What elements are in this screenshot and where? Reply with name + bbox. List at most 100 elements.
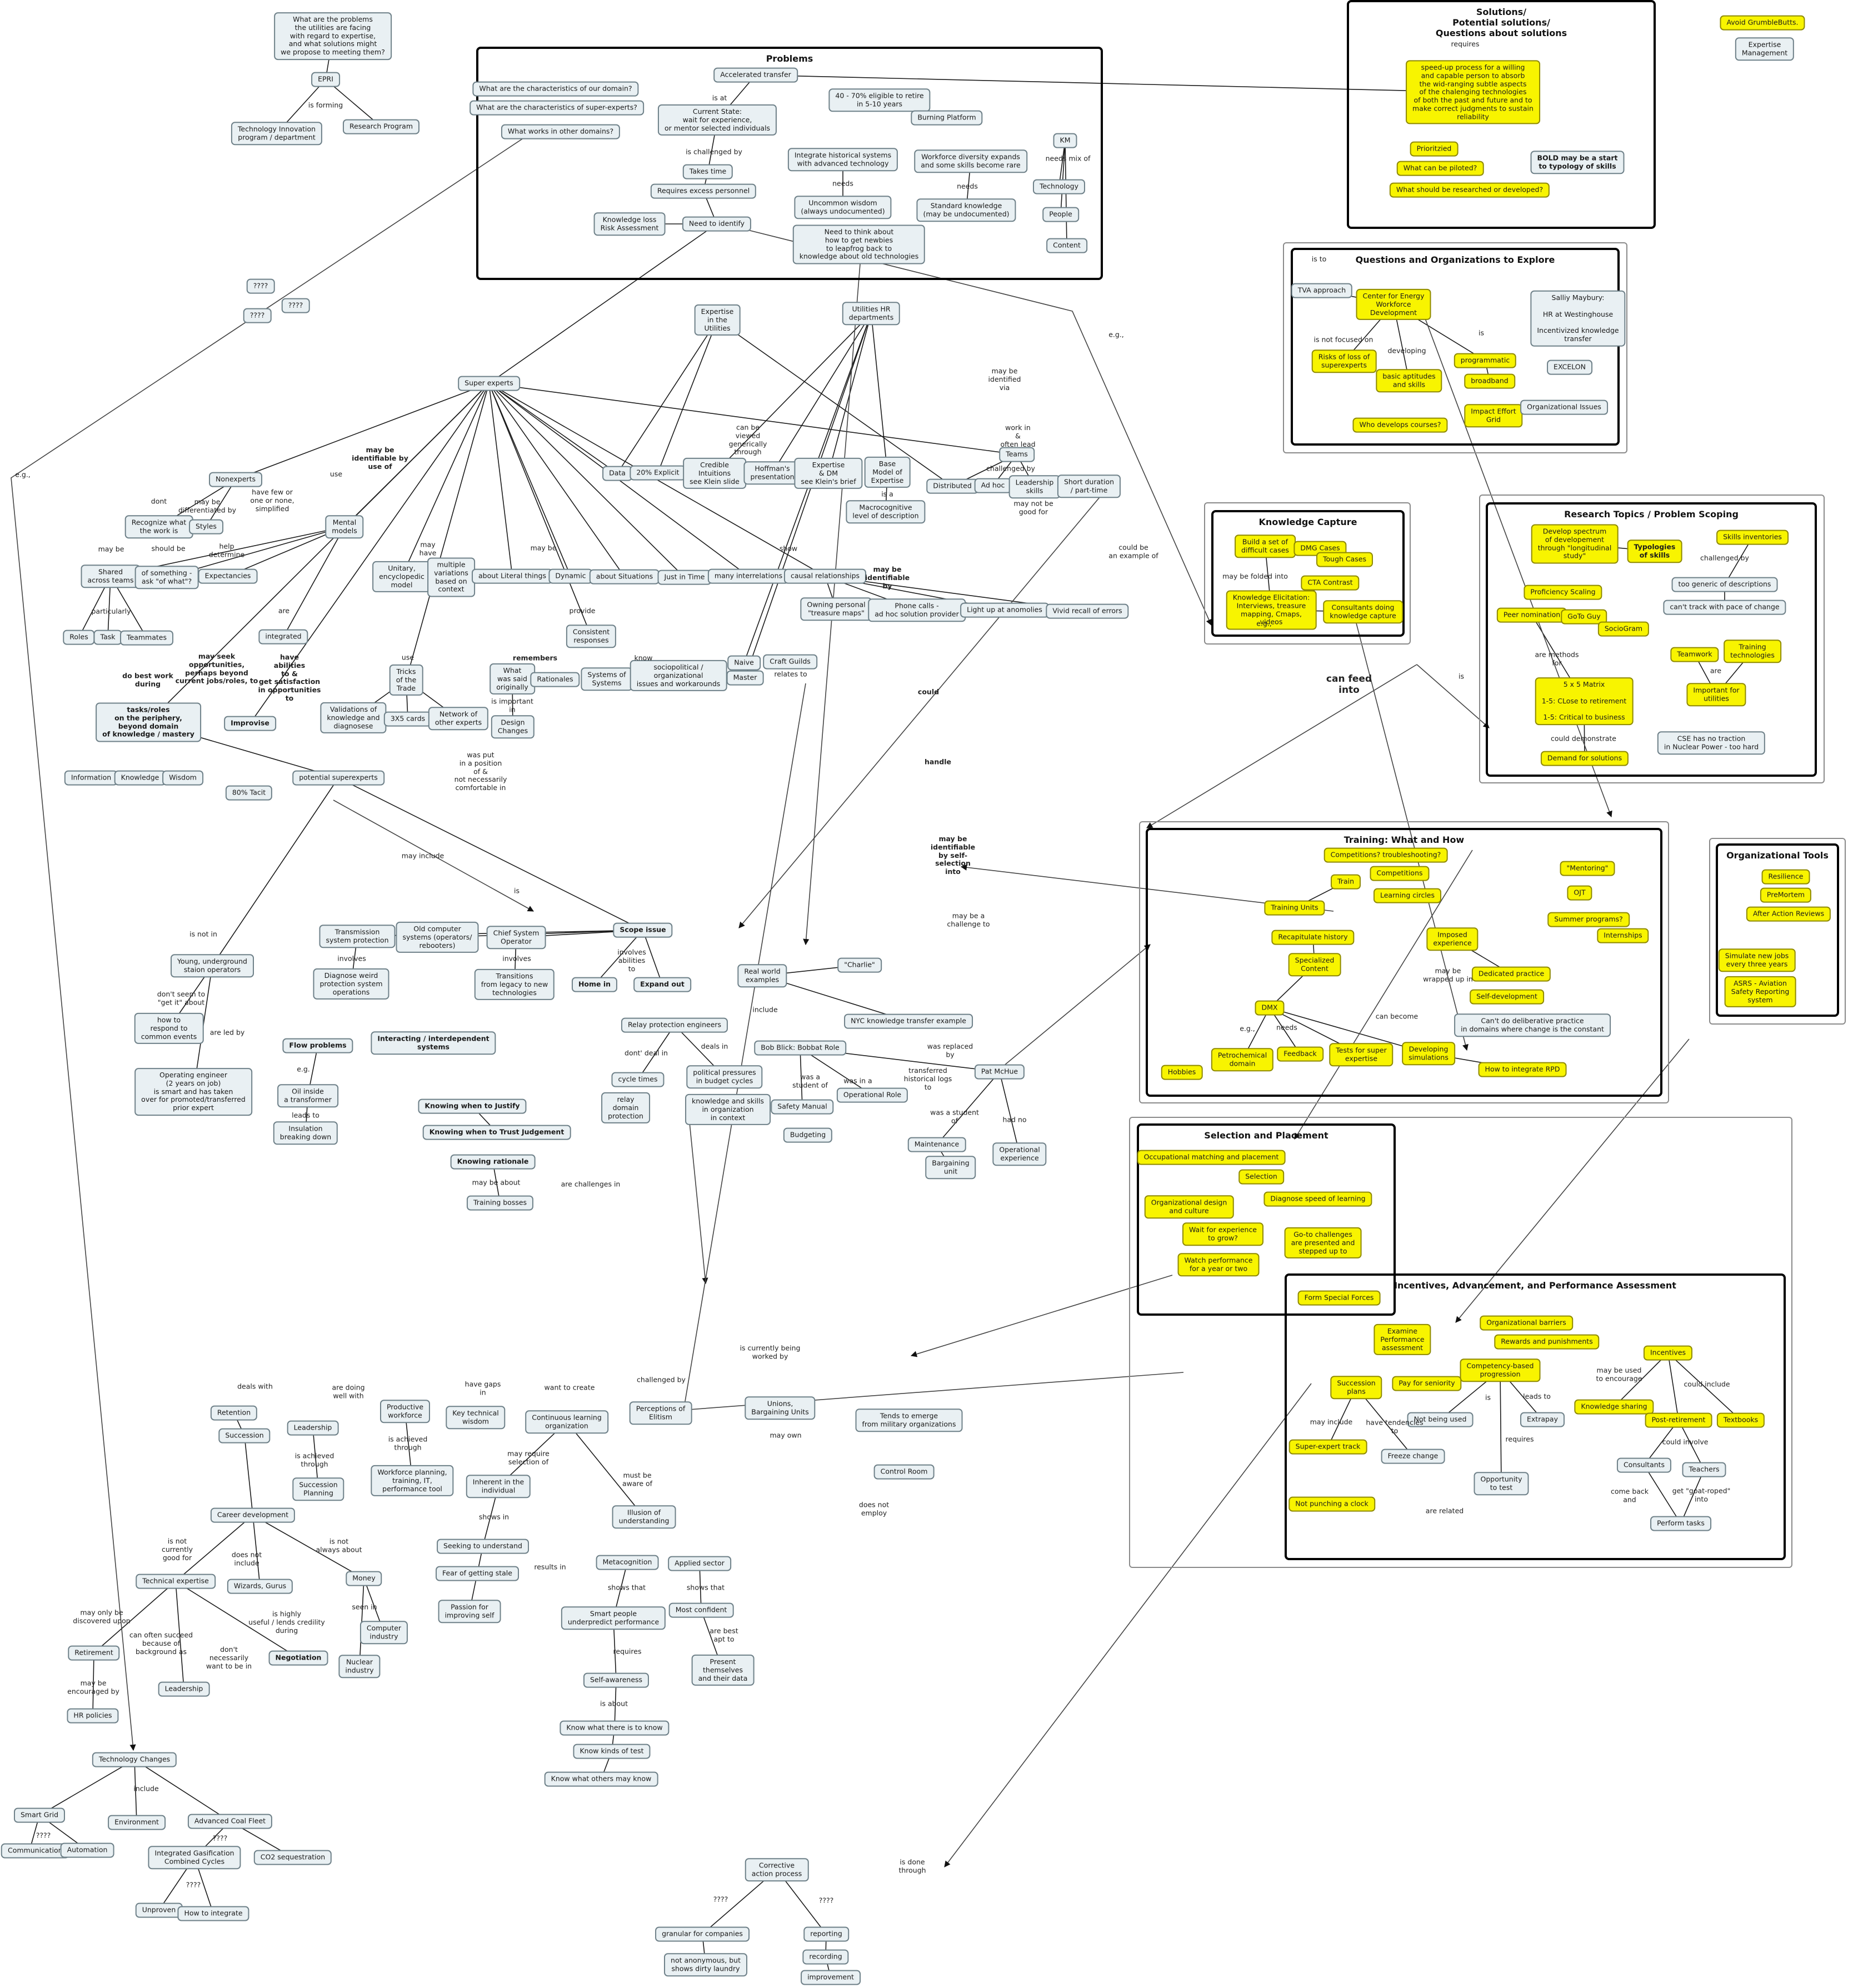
concept-node-metacog[interactable]: Metacognition xyxy=(596,1555,659,1570)
concept-node-control-room[interactable]: Control Room xyxy=(873,1464,935,1480)
concept-node-cycle-times[interactable]: cycle times xyxy=(611,1072,665,1087)
concept-node-perform-tasks[interactable]: Perform tasks xyxy=(1650,1516,1711,1531)
concept-node-wisdom[interactable]: Wisdom xyxy=(162,770,203,786)
concept-node-kn-loss[interactable]: Knowledge loss Risk Assessment xyxy=(593,212,666,236)
concept-node-epri[interactable]: EPRI xyxy=(311,72,340,87)
concept-node-most-confident[interactable]: Most confident xyxy=(668,1602,734,1618)
concept-node-short-dur[interactable]: Short duration / part-time xyxy=(1057,474,1121,498)
concept-node-igcc[interactable]: Integrated Gasification Combined Cycles xyxy=(148,1846,241,1869)
concept-node-cant-deliberate[interactable]: Can't do deliberative practice in domain… xyxy=(1454,1013,1611,1037)
concept-node-imposed[interactable]: Imposed experience xyxy=(1426,927,1479,951)
concept-node-excess-personnel[interactable]: Requires excess personnel xyxy=(650,183,757,199)
concept-node-org-design[interactable]: Organizational design and culture xyxy=(1144,1195,1234,1218)
concept-node-integrated[interactable]: integrated xyxy=(258,629,308,645)
concept-node-q-main[interactable]: What are the problems the utilities are … xyxy=(274,12,392,60)
concept-node-money[interactable]: Money xyxy=(346,1571,382,1586)
concept-node-40-70[interactable]: 40 - 70% eligible to retire in 5-10 year… xyxy=(828,88,931,112)
concept-node-productive[interactable]: Productive workforce xyxy=(379,1400,431,1423)
concept-node-chief-sys[interactable]: Chief System Operator xyxy=(486,926,546,949)
concept-node-tests-super[interactable]: Tests for super expertise xyxy=(1329,1043,1394,1066)
concept-node-distributed[interactable]: Distributed xyxy=(926,478,978,494)
concept-node-petrochem[interactable]: Petrochemical domain xyxy=(1211,1048,1274,1071)
concept-node-unions[interactable]: Unions, Bargaining Units xyxy=(745,1396,816,1420)
concept-node-bargaining-unit[interactable]: Bargaining unit xyxy=(925,1156,976,1179)
concept-node-training-tech[interactable]: Training technologies xyxy=(1724,640,1781,663)
concept-node-present[interactable]: Present themselves and their data xyxy=(691,1654,755,1686)
concept-node-wait-grow[interactable]: Wait for experience to grow? xyxy=(1182,1222,1264,1246)
concept-node-resilience[interactable]: Resilience xyxy=(1761,869,1810,885)
concept-node-burning[interactable]: Burning Platform xyxy=(911,110,983,126)
concept-node-succession[interactable]: Succession xyxy=(218,1428,271,1443)
concept-node-basic-apt[interactable]: basic aptitudes and skills xyxy=(1376,369,1442,392)
concept-node-adv-coal[interactable]: Advanced Coal Fleet xyxy=(187,1814,273,1829)
concept-node-illusion[interactable]: Illusion of understanding xyxy=(612,1505,676,1529)
concept-node-skills-inv[interactable]: Skills inventories xyxy=(1716,530,1789,545)
concept-node-what-said[interactable]: What was said originally xyxy=(490,663,535,695)
concept-node-op-experience[interactable]: Operational experience xyxy=(992,1142,1047,1166)
concept-node-knowing-rationale[interactable]: Knowing rationale xyxy=(450,1154,536,1170)
concept-node-smart-people[interactable]: Smart people underpredict performance xyxy=(561,1606,666,1630)
concept-node-know-kinds[interactable]: Know kinds of test xyxy=(573,1744,651,1759)
concept-node-freeze[interactable]: Freeze change xyxy=(1381,1448,1445,1464)
concept-node-knowing-trust[interactable]: Knowing when to Trust Judgement xyxy=(422,1125,571,1140)
concept-node-post-ret[interactable]: Post-retirement xyxy=(1645,1412,1712,1428)
concept-node-teachers[interactable]: Teachers xyxy=(1682,1462,1726,1477)
concept-node-data[interactable]: Data xyxy=(602,466,632,481)
concept-node-standard-kn[interactable]: Standard knowledge (may be undocumented) xyxy=(916,198,1016,222)
concept-node-knowing-justify[interactable]: Knowing when to Justify xyxy=(418,1098,527,1114)
concept-node-not-anon[interactable]: not anonymous, but shows dirty laundry xyxy=(664,1953,747,1976)
concept-node-textbooks[interactable]: Textbooks xyxy=(1716,1412,1765,1428)
concept-node-operational-role[interactable]: Operational Role xyxy=(836,1087,908,1103)
concept-node-scope[interactable]: Scope issue xyxy=(613,922,673,938)
concept-node-dmx[interactable]: DMX xyxy=(1255,1000,1285,1016)
concept-node-cant-track[interactable]: can't track with pace of change xyxy=(1663,600,1786,615)
concept-node-not-punching[interactable]: Not punching a clock xyxy=(1288,1496,1375,1512)
concept-node-naive[interactable]: Naive xyxy=(727,655,761,671)
concept-node-takes-time[interactable]: Takes time xyxy=(682,164,733,179)
concept-node-passion[interactable]: Passion for improving self xyxy=(438,1600,501,1623)
concept-node-vivid[interactable]: Vivid recall of errors xyxy=(1046,603,1129,619)
concept-node-workforce-div[interactable]: Workforce diversity expands and some ski… xyxy=(914,149,1027,173)
concept-node-expertise-util[interactable]: Expertise in the Utilities xyxy=(694,304,741,336)
concept-node-succession-plans[interactable]: Succession plans xyxy=(1330,1376,1382,1399)
concept-node-hr-policies[interactable]: HR policies xyxy=(67,1708,119,1724)
concept-node-train[interactable]: Train xyxy=(1331,874,1361,890)
concept-node-consultants-kc[interactable]: Consultants doing knowledge capture xyxy=(1323,600,1403,623)
concept-node-retirement[interactable]: Retirement xyxy=(68,1645,120,1661)
concept-node-q3[interactable]: ???? xyxy=(281,298,310,313)
concept-node-leadership-sk[interactable]: Leadership skills xyxy=(1008,475,1061,498)
concept-node-granular[interactable]: granular for companies xyxy=(655,1926,750,1942)
concept-node-knowledge[interactable]: Knowledge xyxy=(114,770,166,786)
concept-node-political[interactable]: political pressures in budget cycles xyxy=(686,1065,763,1088)
concept-node-task[interactable]: Task xyxy=(93,630,122,645)
concept-node-expand-out[interactable]: Expand out xyxy=(633,977,691,992)
concept-node-master[interactable]: Master xyxy=(726,670,764,686)
concept-node-environment[interactable]: Environment xyxy=(108,1815,166,1830)
concept-node-cewd[interactable]: Center for Energy Workforce Development xyxy=(1356,288,1431,321)
concept-node-safety-manual[interactable]: Safety Manual xyxy=(771,1099,834,1115)
concept-node-pay-seniority[interactable]: Pay for seniority xyxy=(1392,1376,1462,1391)
concept-node-transmission[interactable]: Transmission system protection xyxy=(319,925,396,948)
concept-node-people[interactable]: People xyxy=(1042,207,1079,222)
concept-node-self-aware[interactable]: Self-awareness xyxy=(583,1672,650,1688)
concept-node-multiple-var[interactable]: multiple variations based on context xyxy=(427,557,475,597)
concept-node-just-in-time[interactable]: Just in Time xyxy=(657,570,712,585)
concept-node-transitions[interactable]: Transitions from legacy to new technolog… xyxy=(474,968,555,1001)
concept-node-consultants[interactable]: Consultants xyxy=(1616,1457,1672,1473)
concept-node-sociogram[interactable]: SocioGram xyxy=(1597,621,1650,637)
concept-node-nuclear-ind[interactable]: Nuclear industry xyxy=(338,1655,381,1678)
concept-node-incentives[interactable]: Incentives xyxy=(1643,1345,1693,1361)
concept-node-5x5[interactable]: 5 x 5 Matrix 1-5: CLose to retirement 1-… xyxy=(1535,677,1634,725)
concept-node-other-domains[interactable]: What works in other domains? xyxy=(501,124,621,139)
concept-node-budgeting[interactable]: Budgeting xyxy=(783,1127,833,1143)
concept-node-3x5[interactable]: 3X5 cards xyxy=(383,711,432,727)
concept-node-typologies[interactable]: Typologies of skills xyxy=(1627,540,1682,563)
concept-node-computer-ind[interactable]: Computer industry xyxy=(359,1621,408,1644)
concept-node-mentoring[interactable]: "Mentoring" xyxy=(1560,861,1615,876)
concept-node-simulate[interactable]: Simulate new jobs every three years xyxy=(1718,948,1796,972)
concept-node-owning[interactable]: Owning personal "treasure maps" xyxy=(800,597,872,621)
concept-node-q1[interactable]: ???? xyxy=(246,278,275,294)
concept-node-excelon[interactable]: EXCELON xyxy=(1547,359,1592,375)
concept-node-mental-models[interactable]: Mental models xyxy=(325,515,364,538)
concept-node-communication[interactable]: Communication xyxy=(1,1843,69,1859)
